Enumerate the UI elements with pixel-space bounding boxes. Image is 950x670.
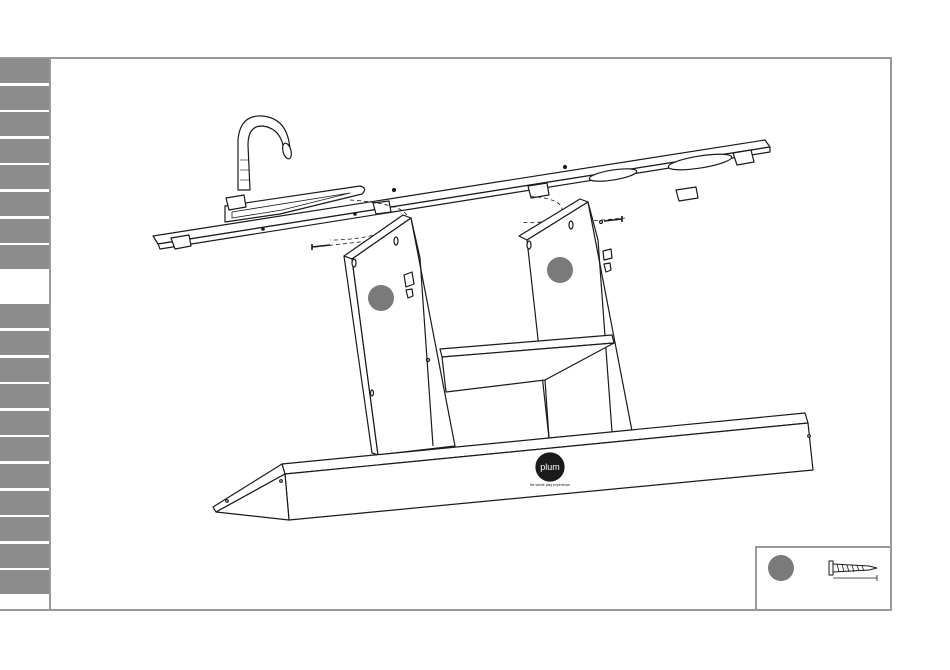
step-tab [0, 245, 49, 269]
step-tab [0, 112, 49, 136]
step-tab [0, 384, 49, 408]
assembly-drawing: plum the whole play experience [51, 59, 889, 607]
step-tab [0, 437, 49, 461]
step-tab [0, 59, 49, 83]
screw-icon [829, 561, 877, 581]
svg-text:the whole play experience: the whole play experience [530, 483, 571, 487]
step-tab [0, 491, 49, 515]
right-upright-panel [519, 199, 632, 438]
step-tab [0, 544, 49, 568]
step-tab [0, 192, 49, 216]
part-marker [368, 285, 394, 311]
hose-pipe [238, 116, 293, 190]
parts-legend-drawing [757, 548, 890, 609]
step-tab [0, 517, 49, 541]
step-tabs [0, 59, 49, 610]
step-tab [0, 570, 49, 594]
step-tab [0, 86, 49, 110]
part-marker [547, 257, 573, 283]
step-tab-active [0, 272, 49, 302]
step-tab [0, 165, 49, 189]
step-tab [0, 331, 49, 355]
parts-legend [755, 546, 890, 609]
left-upright-panel [344, 215, 455, 455]
part-marker [768, 555, 794, 581]
step-tab [0, 139, 49, 163]
step-tab [0, 411, 49, 435]
step-tab [0, 464, 49, 488]
step-tab [0, 358, 49, 382]
svg-text:plum: plum [540, 462, 560, 472]
step-tab [0, 304, 49, 328]
bottom-board [213, 413, 813, 520]
step-tab [0, 219, 49, 243]
